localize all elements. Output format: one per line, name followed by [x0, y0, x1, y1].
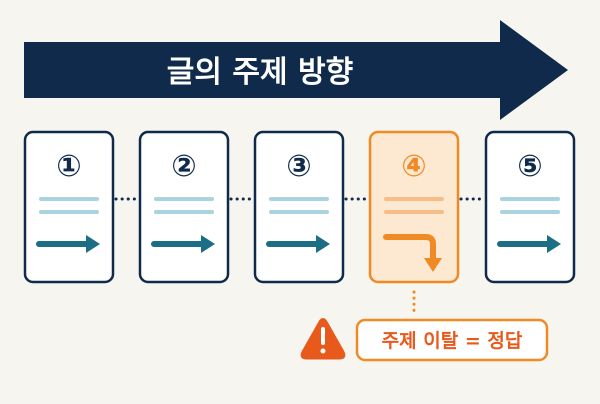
- right-arrow-icon: [497, 235, 561, 253]
- step-number-1: ①: [56, 149, 81, 184]
- right-arrow-icon: [151, 235, 215, 253]
- step-number-2: ②: [171, 149, 196, 184]
- step-card-3: ③: [253, 130, 345, 284]
- right-arrow-icon: [266, 235, 330, 253]
- direction-arrow: 글의 주제 방향: [24, 20, 568, 120]
- step-number-3: ③: [286, 149, 311, 184]
- step-card-5: ⑤: [484, 130, 576, 284]
- turn-down-arrow-icon: [383, 234, 442, 272]
- step-number-4: ④: [401, 149, 426, 184]
- step-card-1: ①: [23, 130, 115, 284]
- warning-label: 주제 이탈 = 정답: [382, 330, 523, 352]
- direction-arrow-shape: [24, 20, 568, 120]
- direction-title: 글의 주제 방향: [167, 55, 354, 90]
- right-arrow-icon: [36, 235, 100, 253]
- warning-label-box: 주제 이탈 = 정답: [355, 318, 549, 362]
- step-card-2: ②: [138, 130, 230, 284]
- warning-icon: [300, 318, 346, 360]
- step-card-4-highlighted: ④: [368, 130, 460, 284]
- step-number-5: ⑤: [517, 149, 542, 184]
